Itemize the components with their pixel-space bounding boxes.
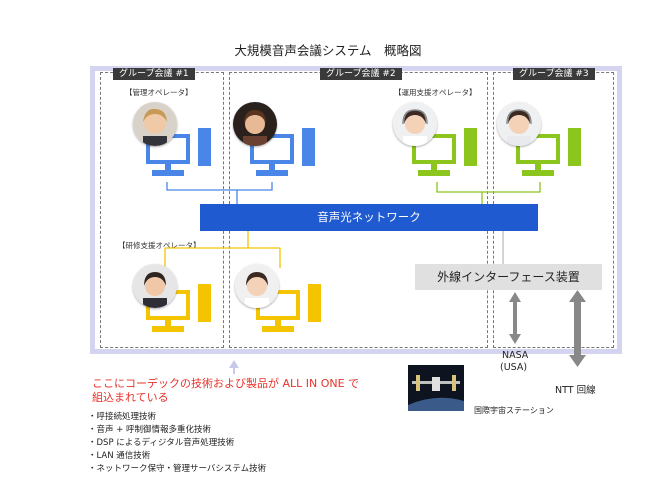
bullet-item: ・DSP によるディジタル音声処理技術 — [88, 438, 235, 448]
operator-photo — [233, 102, 277, 146]
bullet-item: ・ネットワーク保守・管理サーバシステム技術 — [88, 464, 267, 474]
group-2-label: グループ会議 #2 — [320, 68, 402, 80]
voice-optical-network: 音声光ネットワーク — [200, 204, 538, 231]
external-line-interface-device: 外線インターフェース装置 — [415, 264, 602, 290]
nasa-sublabel: (USA) — [500, 362, 528, 373]
space-station-photo — [408, 365, 464, 411]
diagram-title: 大規模音声会議システム 概略図 — [234, 43, 422, 58]
operator-photo — [133, 264, 177, 308]
bullet-item: ・LAN 通信技術 — [88, 451, 151, 461]
codec-note: ここにコーデックの技術および製品が ALL IN ONE で 組込まれている — [92, 377, 392, 405]
role-training: 【研修支援オペレータ】 — [118, 241, 201, 250]
iss-label: 国際宇宙ステーション — [474, 406, 554, 415]
bullet-item: ・音声 + 呼制御情報多重化技術 — [88, 425, 212, 435]
role-operation: 【運用支援オペレータ】 — [394, 88, 477, 97]
nasa-label: NASA — [502, 350, 529, 361]
role-management: 【管理オペレータ】 — [125, 88, 193, 97]
group-3-label: グループ会議 #3 — [513, 68, 595, 80]
operator-photo — [133, 102, 177, 146]
group-1-label: グループ会議 #1 — [113, 68, 195, 80]
ntt-line-label: NTT 回線 — [555, 385, 596, 396]
bullet-item: ・呼接続処理技術 — [88, 412, 157, 422]
operator-photo — [497, 102, 541, 146]
codec-note-line-2: 組込まれている — [92, 391, 169, 404]
operator-photo — [393, 102, 437, 146]
operator-photo — [235, 264, 279, 308]
codec-note-line-1: ここにコーデックの技術および製品が ALL IN ONE で — [92, 377, 360, 390]
